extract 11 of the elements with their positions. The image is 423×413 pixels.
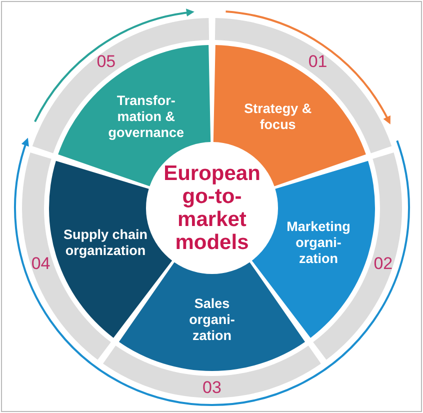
step-number: 03 bbox=[202, 378, 222, 398]
segment-label: Strategy & focus bbox=[243, 101, 313, 134]
segment-label: Supply chain organization bbox=[63, 226, 148, 259]
step-number: 04 bbox=[31, 254, 50, 274]
step-number: 02 bbox=[374, 254, 393, 274]
segment-label: Transfor-mation & governance bbox=[107, 93, 186, 142]
step-number: 05 bbox=[96, 52, 116, 72]
step-number: 01 bbox=[308, 52, 328, 72]
center-title: European go-to-market models bbox=[162, 162, 262, 254]
segment-label: Sales organi-zation bbox=[188, 296, 236, 344]
segment-label: Marketing organi-zation bbox=[286, 218, 352, 267]
